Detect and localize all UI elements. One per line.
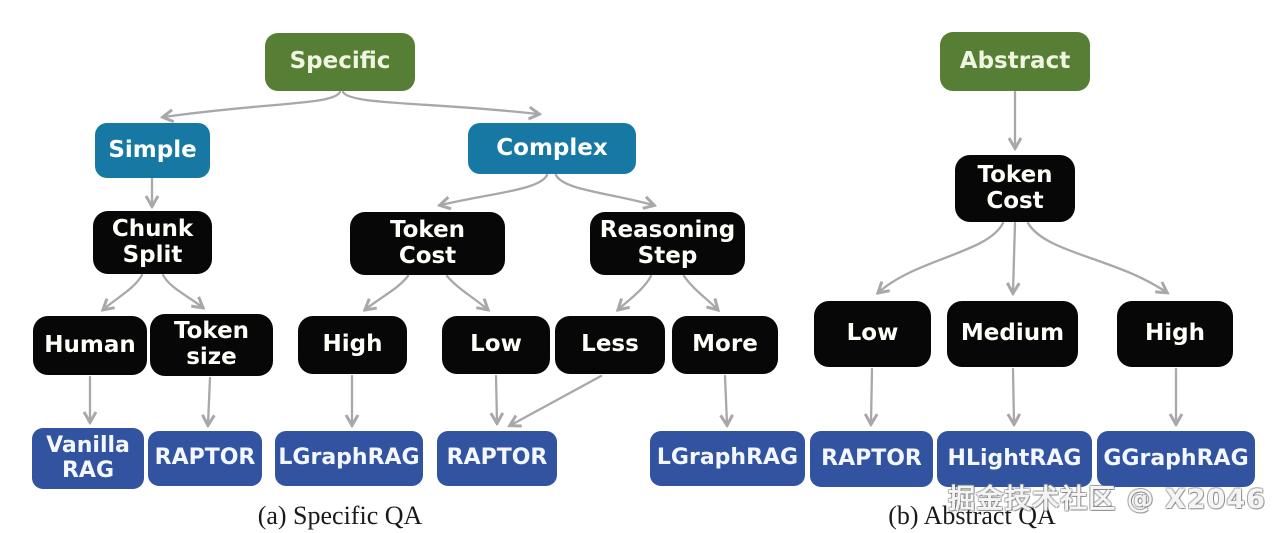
node-human: Human (33, 316, 147, 375)
node-raptor-3: RAPTOR (810, 431, 933, 487)
node-token-cost-b: Token Cost (955, 155, 1075, 222)
caption-specific-qa: (a) Specific QA (257, 501, 423, 530)
node-token-cost-a: Token Cost (350, 212, 505, 275)
arrow-tokencost-low (445, 274, 487, 309)
node-vanilla-rag: Vanilla RAG (32, 428, 144, 489)
arrow-tokencost-highb (1026, 221, 1166, 292)
arrow-complex-tokencost (441, 173, 549, 205)
arrow-tokencost-medium (1013, 221, 1015, 292)
node-lgraphrag-1: LGraphRAG (275, 431, 423, 486)
node-complex: Complex (468, 123, 636, 174)
arrow-chunksplit-tokensize (161, 273, 202, 307)
arrow-reasoningstep-less (619, 274, 653, 309)
node-hlightrag: HLightRAG (937, 431, 1092, 487)
caption-abstract-qa: (b) Abstract QA (888, 501, 1056, 530)
node-raptor-2: RAPTOR (437, 431, 557, 486)
arrow-more-lgraphrag2 (725, 374, 727, 424)
arrow-low-raptor2 (496, 374, 497, 422)
node-high-a: High (298, 316, 407, 374)
node-low-b: Low (814, 301, 931, 367)
arrow-medium-hlightrag (1013, 367, 1014, 423)
node-ggraphrag: GGraphRAG (1097, 431, 1255, 487)
arrow-specific-simple (164, 90, 342, 117)
node-specific: Specific (265, 33, 415, 91)
arrow-complex-reasoningstep (554, 173, 653, 205)
arrow-lowb-raptor3 (871, 367, 872, 423)
watermark: 掘金技术社区 @ X2046 (948, 484, 1266, 515)
node-token-size: Token size (150, 314, 273, 376)
node-high-b: High (1117, 301, 1233, 367)
arrow-less-raptor2 (511, 374, 603, 425)
node-chunk-split: Chunk Split (93, 211, 212, 274)
node-abstract: Abstract (940, 32, 1090, 91)
node-more: More (672, 316, 778, 374)
arrow-specific-complex (341, 90, 538, 114)
node-raptor-1: RAPTOR (148, 431, 262, 486)
arrow-chunksplit-human (104, 273, 144, 309)
node-reasoning-step: Reasoning Step (590, 212, 745, 275)
arrow-reasoningstep-more (682, 274, 717, 309)
node-simple: Simple (95, 123, 210, 178)
arrow-tokensize-raptor1 (208, 376, 210, 424)
node-lgraphrag-2: LGraphRAG (650, 431, 805, 486)
arrow-tokencost-lowb (879, 221, 1005, 292)
node-less: Less (555, 316, 665, 374)
arrow-tokencost-high (366, 274, 410, 309)
node-low-a: Low (442, 316, 550, 374)
node-medium: Medium (947, 301, 1078, 367)
